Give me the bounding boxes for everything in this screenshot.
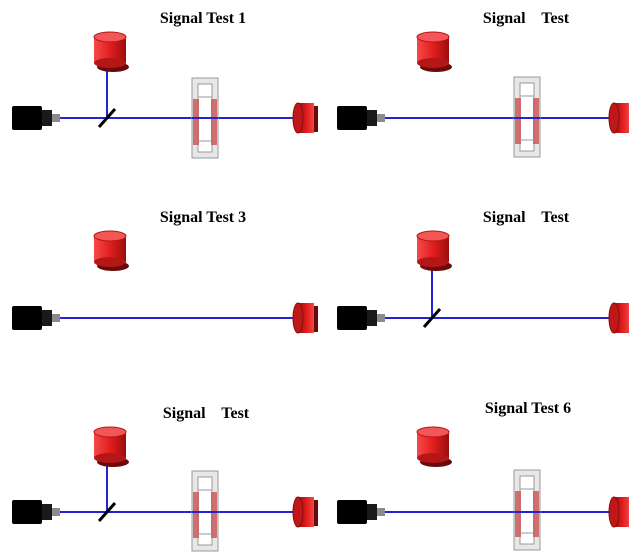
detector-face <box>292 496 304 528</box>
laser-body <box>337 106 367 130</box>
laser-head <box>367 504 377 520</box>
laser-body <box>337 500 367 524</box>
detector-face <box>608 496 620 528</box>
beam-splitter <box>97 108 117 128</box>
detector-face <box>608 102 620 134</box>
detector-top <box>416 31 450 43</box>
sample-band <box>515 491 521 537</box>
detector-face <box>608 302 620 334</box>
panel-4 <box>337 230 629 334</box>
reference-detector <box>93 230 129 271</box>
laser-head <box>42 110 52 126</box>
reference-detector <box>93 31 129 72</box>
detector-bottom <box>417 453 449 463</box>
sample-band <box>533 491 539 537</box>
detector-bottom <box>417 58 449 68</box>
detector-bottom <box>417 257 449 267</box>
sample-band <box>193 99 199 145</box>
laser-source <box>12 106 60 130</box>
laser-body <box>12 500 42 524</box>
panel-1 <box>12 31 318 159</box>
panel-title: Signal Test <box>163 405 250 422</box>
detector-top <box>416 230 450 242</box>
laser-source <box>337 500 385 524</box>
reference-detector <box>93 426 129 467</box>
signal-detector <box>292 302 318 334</box>
sample-window <box>519 475 535 545</box>
detector-bottom <box>94 453 126 463</box>
detector-bottom <box>94 58 126 68</box>
panel-title: Signal Test 1 <box>160 10 246 27</box>
signal-detector <box>608 102 629 134</box>
sample-band <box>533 98 539 144</box>
laser-body <box>337 306 367 330</box>
sample-holder <box>191 470 219 552</box>
beam-splitter <box>97 502 117 522</box>
sample-band <box>211 492 217 538</box>
laser-nozzle <box>377 314 385 322</box>
detector-top <box>93 230 127 242</box>
laser-nozzle <box>52 114 60 122</box>
reference-detector <box>416 230 452 271</box>
detector-top <box>93 426 127 438</box>
panel-title: Signal Test 6 <box>485 400 571 417</box>
laser-body <box>12 306 42 330</box>
laser-nozzle <box>377 508 385 516</box>
detector-top <box>93 31 127 43</box>
laser-nozzle <box>377 114 385 122</box>
sample-holder <box>513 469 541 551</box>
sample-band <box>193 492 199 538</box>
reference-detector <box>416 31 452 72</box>
sample-band <box>515 98 521 144</box>
signal-detector <box>608 496 629 528</box>
panel-title: Signal Test 3 <box>160 209 246 226</box>
laser-head <box>42 504 52 520</box>
detector-face <box>292 102 304 134</box>
laser-source <box>337 306 385 330</box>
panel-title: Signal Test <box>483 209 570 226</box>
laser-head <box>367 110 377 126</box>
panel-2 <box>337 31 629 158</box>
reference-detector <box>416 426 452 467</box>
panel-3 <box>12 230 318 334</box>
detector-top <box>416 426 450 438</box>
sample-holder <box>191 77 219 159</box>
sample-holder <box>513 76 541 158</box>
laser-nozzle <box>52 508 60 516</box>
laser-source <box>12 306 60 330</box>
signal-detector <box>292 102 318 134</box>
laser-head <box>367 310 377 326</box>
laser-source <box>12 500 60 524</box>
laser-nozzle <box>52 314 60 322</box>
laser-head <box>42 310 52 326</box>
beam-splitter <box>422 308 442 328</box>
panel-title: Signal Test <box>483 10 570 27</box>
sample-band <box>211 99 217 145</box>
laser-body <box>12 106 42 130</box>
panel-6 <box>337 426 629 551</box>
signal-detector <box>608 302 629 334</box>
signal-detector <box>292 496 318 528</box>
panel-5 <box>12 426 318 552</box>
detector-bottom <box>94 257 126 267</box>
detector-face <box>292 302 304 334</box>
laser-source <box>337 106 385 130</box>
